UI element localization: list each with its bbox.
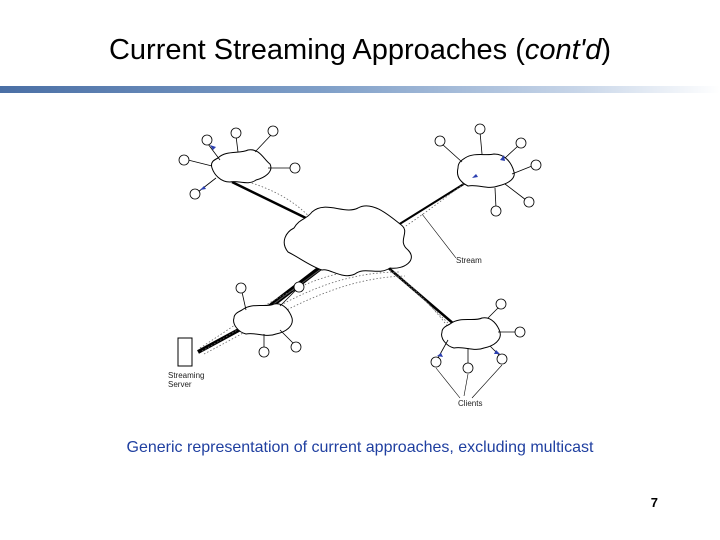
title-italic-text: cont'd	[524, 34, 602, 66]
title-text: Current Streaming Approaches (	[108, 34, 525, 66]
client-arrow	[494, 350, 500, 354]
client-arrow	[210, 145, 216, 150]
server-label-line2: Server	[168, 380, 192, 389]
client-node	[514, 326, 526, 338]
server-label-line1: Streaming	[168, 371, 204, 380]
client-node	[474, 123, 486, 135]
streaming-server	[177, 337, 193, 367]
clients-label: Clients	[458, 399, 482, 408]
client-node	[495, 298, 507, 310]
subnet-cloud	[233, 303, 293, 336]
subnet-bottom-left: Streaming Server	[168, 281, 305, 389]
client-arrow	[500, 155, 505, 161]
client-node	[178, 154, 190, 166]
client-node	[189, 188, 201, 200]
client-node	[258, 346, 270, 358]
streaming-network-diagram: Streaming Server Clients	[168, 123, 542, 408]
client-node	[515, 137, 527, 149]
stream-label-pointer	[421, 213, 457, 259]
client-node	[230, 127, 242, 139]
client-node	[290, 341, 302, 353]
client-node	[267, 125, 279, 137]
stream-label: Stream	[456, 256, 482, 265]
diagram-caption: Generic representation of current approa…	[126, 439, 594, 456]
client-arrow	[472, 174, 478, 178]
slide-title: Current Streaming Approaches (cont'd)	[0, 34, 720, 67]
core-network-cloud	[283, 205, 412, 277]
subnet-bottom-right: Clients	[430, 298, 526, 408]
client-node	[201, 134, 213, 146]
client-arrow	[437, 353, 443, 357]
client-node	[530, 159, 542, 171]
subnet-cloud	[441, 317, 501, 350]
client-node	[523, 196, 535, 208]
page-number: 7	[650, 495, 658, 510]
subnet-cloud	[457, 153, 515, 188]
client-node	[490, 205, 502, 217]
title-end-text: )	[601, 34, 612, 66]
client-node	[434, 135, 446, 147]
subnet-top-right	[434, 123, 542, 217]
subnet-cloud	[211, 149, 272, 184]
title-underline-bar	[0, 86, 720, 93]
client-node	[293, 281, 305, 293]
client-node	[462, 362, 474, 374]
client-node	[289, 162, 301, 174]
subnet-top-left	[178, 125, 301, 200]
client-arrow	[200, 186, 206, 190]
client-node	[430, 356, 442, 368]
client-node	[235, 282, 247, 294]
client-node	[496, 353, 508, 365]
